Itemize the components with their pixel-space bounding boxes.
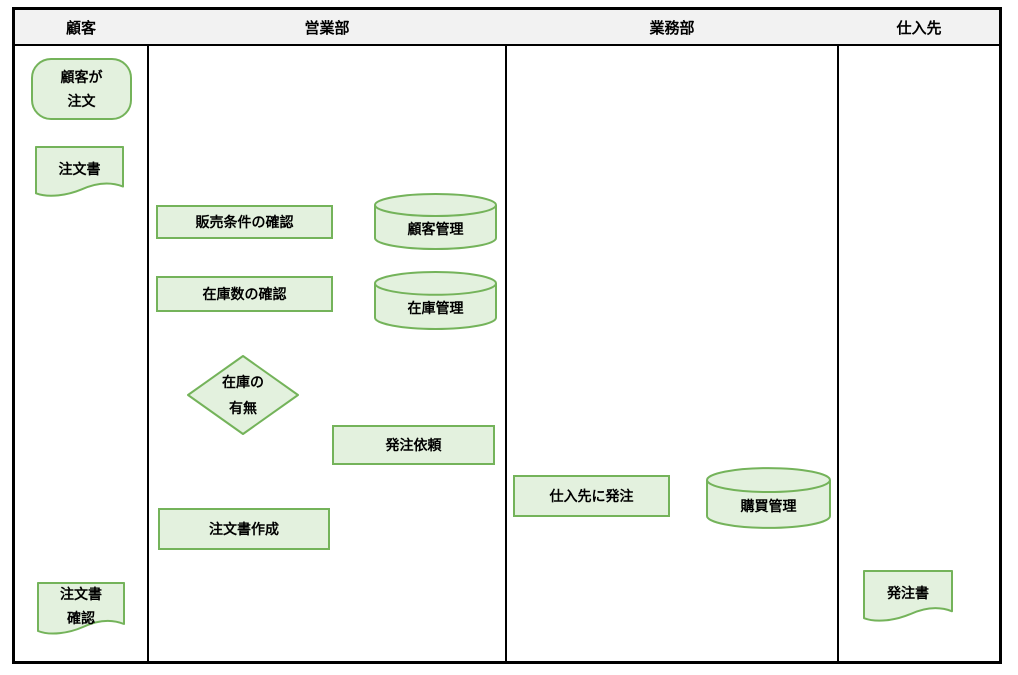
database-shape-icon [374, 193, 497, 250]
process-order-request: 発注依頼 [332, 425, 495, 465]
document-shape-icon [863, 570, 953, 627]
document-confirm-order-form: 注文書 確認 [37, 582, 125, 640]
swimlane-frame: 顧客 営業部 業務部 仕入先 [12, 7, 1002, 664]
document-order-form: 注文書 [35, 146, 124, 202]
lane-header-band: 顧客 営業部 業務部 仕入先 [15, 10, 999, 46]
shape-label: 在庫数の確認 [202, 286, 287, 302]
database-inventory-management: 在庫管理 [374, 271, 497, 330]
terminator-customer-order: 顧客が 注文 [31, 58, 132, 120]
lane-header-operations: 業務部 [649, 19, 695, 37]
lane-header-customer: 顧客 [65, 19, 96, 37]
decision-shape-icon [186, 354, 300, 436]
lane-divider-3 [837, 10, 839, 661]
document-shape-icon [37, 582, 125, 640]
database-purchasing-management: 購買管理 [706, 467, 831, 529]
lane-divider-2 [505, 10, 507, 661]
decision-stock-availability: 在庫の 有無 [186, 354, 300, 436]
database-shape-icon [374, 271, 497, 330]
shape-label: 販売条件の確認 [195, 214, 294, 230]
lane-divider-1 [147, 10, 149, 661]
shape-label: 顧客が 注文 [60, 69, 103, 109]
lane-header-supplier: 仕入先 [896, 19, 942, 37]
database-customer-management: 顧客管理 [374, 193, 497, 250]
shape-label: 発注依頼 [385, 437, 442, 453]
process-order-to-supplier: 仕入先に発注 [513, 475, 670, 517]
lane-header-sales: 営業部 [304, 19, 350, 37]
database-shape-icon [706, 467, 831, 529]
document-shape-icon [35, 146, 124, 202]
process-check-sales-conditions: 販売条件の確認 [156, 205, 333, 239]
process-check-stock-quantity: 在庫数の確認 [156, 276, 333, 312]
process-create-order-form: 注文書作成 [158, 508, 330, 550]
shape-label: 注文書作成 [209, 521, 279, 537]
document-purchase-order: 発注書 [863, 570, 953, 627]
shape-label: 仕入先に発注 [549, 488, 634, 504]
